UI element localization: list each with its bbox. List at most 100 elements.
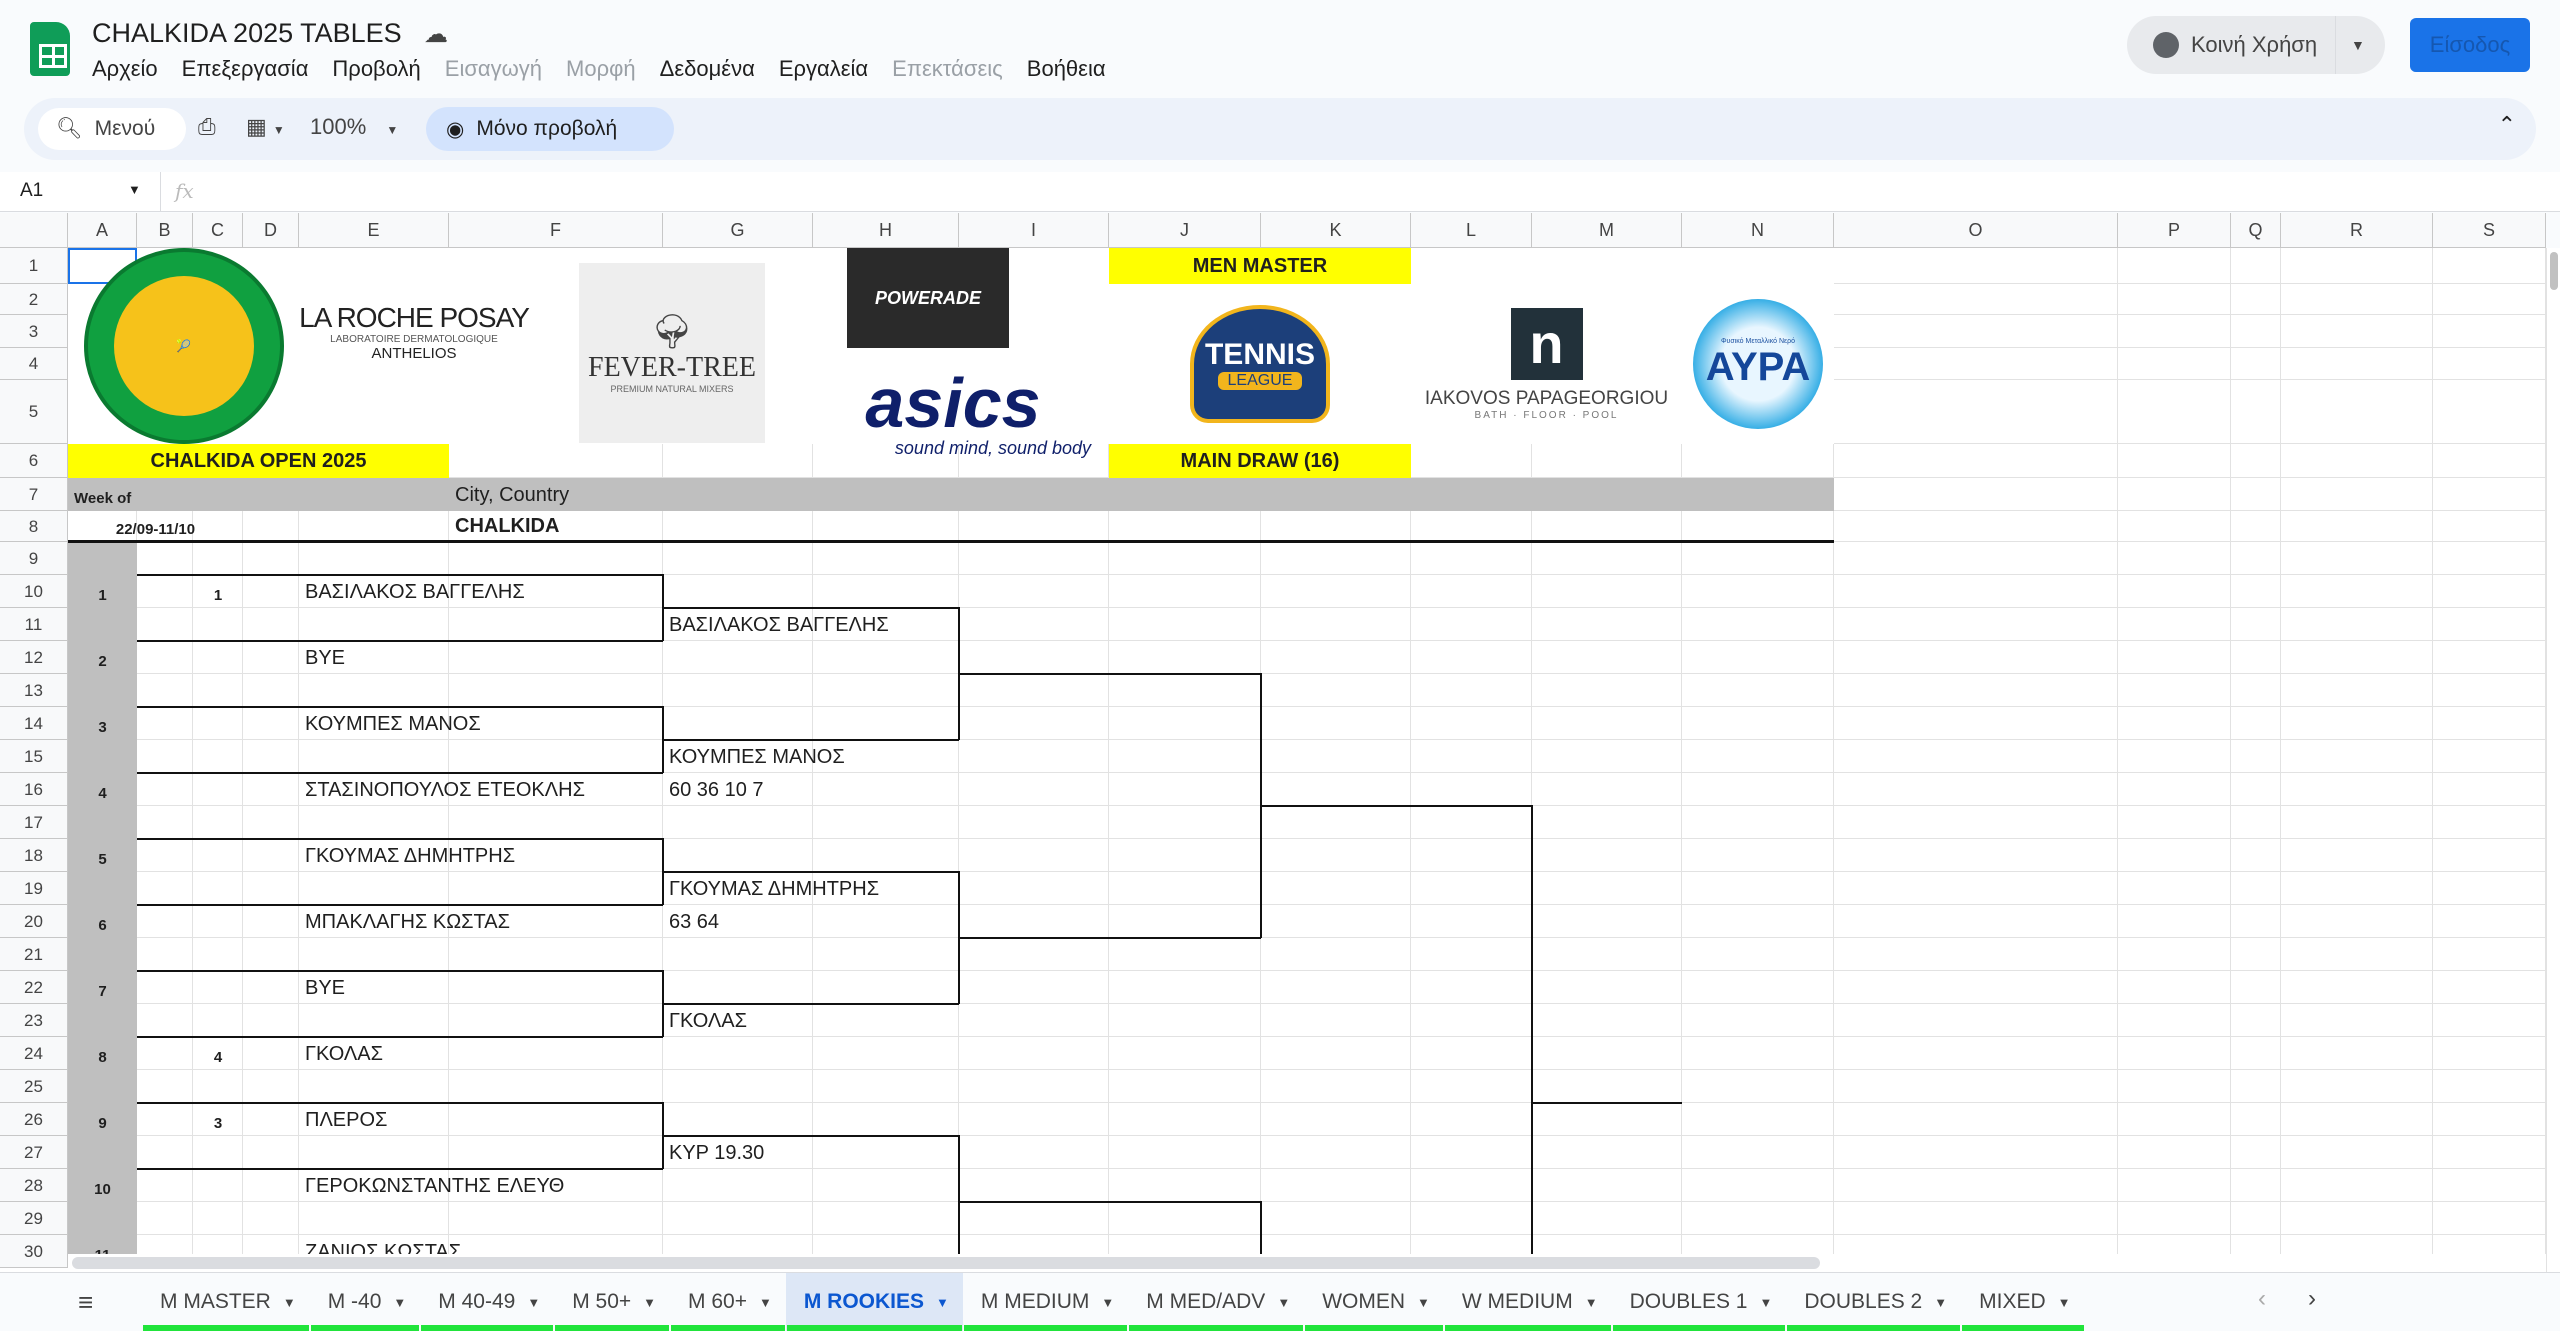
column-header[interactable]: Q xyxy=(2231,213,2281,248)
menu-item[interactable]: Μορφή xyxy=(566,56,636,81)
column-header[interactable]: B xyxy=(137,213,193,248)
sheet-tab-dropdown-icon[interactable]: ▼ xyxy=(1759,1294,1773,1310)
column-header[interactable]: D xyxy=(243,213,299,248)
scroll-tabs-right-icon[interactable]: › xyxy=(2308,1285,2316,1312)
column-header[interactable]: M xyxy=(1532,213,1682,248)
sheet-tab-dropdown-icon[interactable]: ▼ xyxy=(1934,1294,1948,1310)
row-header[interactable]: 9 xyxy=(0,542,68,575)
cell-name[interactable]: ΣΤΑΣΙΝΟΠΟΥΛΟΣ ΕΤΕΟΚΛΗΣ xyxy=(305,779,585,801)
cell-num[interactable]: 3 xyxy=(98,719,107,736)
cell-num[interactable]: 3 xyxy=(213,1115,223,1132)
column-header[interactable]: J xyxy=(1109,213,1261,248)
view-only-button[interactable]: ◉Μόνο προβολή xyxy=(426,107,674,151)
cell-num[interactable]: 8 xyxy=(98,1049,107,1066)
sheet-tab[interactable]: M 60+▼ xyxy=(670,1273,786,1331)
vertical-scrollbar[interactable] xyxy=(2546,248,2560,1272)
row-header[interactable]: 1 xyxy=(0,248,68,284)
sheet-tab-dropdown-icon[interactable]: ▼ xyxy=(282,1294,296,1310)
sheet-tab-dropdown-icon[interactable]: ▼ xyxy=(2057,1294,2071,1310)
row-header[interactable]: 14 xyxy=(0,707,68,740)
cell-score[interactable]: ΚΥΡ 19.30 xyxy=(669,1142,765,1164)
cell-num[interactable]: 1 xyxy=(98,587,107,604)
sheet-tab[interactable]: MIXED▼ xyxy=(1961,1273,2084,1331)
row-header[interactable]: 6 xyxy=(0,444,68,478)
document-title[interactable]: CHALKIDA 2025 TABLES xyxy=(92,18,402,48)
name-box-dropdown-icon[interactable]: ▼ xyxy=(128,182,141,197)
row-header[interactable]: 12 xyxy=(0,641,68,674)
row-header[interactable]: 3 xyxy=(0,315,68,348)
menu-search-button[interactable]: 🔍︎Μενού xyxy=(38,108,186,150)
share-button[interactable]: Κοινή Χρήση ▼ xyxy=(2127,16,2385,74)
sheet-tab[interactable]: DOUBLES 2▼ xyxy=(1786,1273,1961,1331)
cell-num[interactable]: 6 xyxy=(98,917,107,934)
cell-name[interactable]: ΓΚΟΛΑΣ xyxy=(669,1010,747,1032)
row-header[interactable]: 26 xyxy=(0,1103,68,1136)
cell-num[interactable]: 10 xyxy=(94,1181,111,1198)
sheet-tab[interactable]: M 50+▼ xyxy=(554,1273,670,1331)
cell-name[interactable]: ΠΛΕΡΟΣ xyxy=(305,1109,388,1131)
sheet-tab[interactable]: M MED/ADV▼ xyxy=(1128,1273,1304,1331)
column-header[interactable]: H xyxy=(813,213,959,248)
column-header[interactable]: A xyxy=(68,213,137,248)
column-header[interactable]: E xyxy=(299,213,449,248)
cell-label[interactable]: 22/09-11/10 xyxy=(115,521,196,538)
cell-name[interactable]: ΓΚΟΥΜΑΣ ΔΗΜΗΤΡΗΣ xyxy=(669,878,880,900)
cell-num[interactable]: 1 xyxy=(213,587,223,604)
cell-num[interactable]: 5 xyxy=(98,851,107,868)
cell-header[interactable]: CHALKIDA OPEN 2025 xyxy=(150,449,367,472)
row-header[interactable]: 21 xyxy=(0,938,68,971)
row-header[interactable]: 4 xyxy=(0,348,68,380)
column-header[interactable]: O xyxy=(1834,213,2118,248)
row-header[interactable]: 10 xyxy=(0,575,68,608)
cell-name[interactable]: ΓΚΟΛΑΣ xyxy=(305,1043,383,1065)
cell-score[interactable]: 63 64 xyxy=(669,911,720,933)
menu-item[interactable]: Προβολή xyxy=(332,56,421,81)
row-header[interactable]: 7 xyxy=(0,478,68,511)
column-header[interactable]: L xyxy=(1411,213,1532,248)
row-header[interactable]: 24 xyxy=(0,1037,68,1070)
cell-name[interactable]: BYE xyxy=(305,977,346,999)
row-header[interactable]: 28 xyxy=(0,1169,68,1202)
cell-num[interactable]: 9 xyxy=(98,1115,107,1132)
cell-name[interactable]: ΒΑΣΙΛΑΚΟΣ ΒΑΓΓΕΛΗΣ xyxy=(305,581,525,603)
sheet-tab-dropdown-icon[interactable]: ▼ xyxy=(758,1294,772,1310)
sheet-tab-dropdown-icon[interactable]: ▼ xyxy=(1417,1294,1430,1310)
cell-score[interactable]: 60 36 10 7 xyxy=(669,779,764,801)
row-header[interactable]: 22 xyxy=(0,971,68,1004)
row-header[interactable]: 27 xyxy=(0,1136,68,1169)
sheets-logo-icon[interactable] xyxy=(30,22,70,76)
column-header[interactable]: N xyxy=(1682,213,1834,248)
sheet-tab[interactable]: M ROOKIES▼ xyxy=(785,1273,963,1331)
column-header[interactable]: I xyxy=(959,213,1109,248)
row-header[interactable]: 30 xyxy=(0,1235,68,1268)
cell-num[interactable]: 2 xyxy=(98,653,107,670)
column-header[interactable]: P xyxy=(2118,213,2231,248)
row-header[interactable]: 29 xyxy=(0,1202,68,1235)
row-header[interactable]: 17 xyxy=(0,806,68,839)
row-header[interactable]: 2 xyxy=(0,284,68,315)
menu-item[interactable]: Αρχείο xyxy=(92,56,158,81)
row-header[interactable]: 5 xyxy=(0,380,68,444)
row-header[interactable]: 20 xyxy=(0,905,68,938)
sheet-tab-dropdown-icon[interactable]: ▼ xyxy=(393,1294,407,1310)
cell-num[interactable]: 4 xyxy=(213,1049,223,1066)
row-header[interactable]: 25 xyxy=(0,1070,68,1103)
menu-item[interactable]: Βοήθεια xyxy=(1026,56,1106,81)
cell-name[interactable]: ΓΚΟΥΜΑΣ ΔΗΜΗΤΡΗΣ xyxy=(305,845,516,867)
row-header[interactable]: 18 xyxy=(0,839,68,872)
column-header[interactable]: K xyxy=(1261,213,1411,248)
scroll-thumb[interactable] xyxy=(72,1257,1820,1269)
column-header[interactable]: S xyxy=(2433,213,2546,248)
cell-name[interactable]: ΓΕΡΟΚΩΝΣΤΑΝΤΗΣ ΕΛΕΥΘ xyxy=(305,1175,565,1197)
row-header[interactable]: 11 xyxy=(0,608,68,641)
row-header[interactable]: 19 xyxy=(0,872,68,905)
cloud-saved-icon[interactable]: ☁ xyxy=(424,21,448,48)
row-header[interactable]: 16 xyxy=(0,773,68,806)
cell-name[interactable]: ΜΠΑΚΛΑΓΗΣ ΚΩΣΤΑΣ xyxy=(305,911,510,933)
row-header[interactable]: 13 xyxy=(0,674,68,707)
cell-header[interactable]: MAIN DRAW (16) xyxy=(1180,449,1340,472)
scroll-thumb[interactable] xyxy=(2550,252,2558,290)
sheet-tab-dropdown-icon[interactable]: ▼ xyxy=(1277,1294,1291,1310)
share-dropdown-icon[interactable]: ▼ xyxy=(2351,37,2365,53)
column-header[interactable]: C xyxy=(193,213,243,248)
